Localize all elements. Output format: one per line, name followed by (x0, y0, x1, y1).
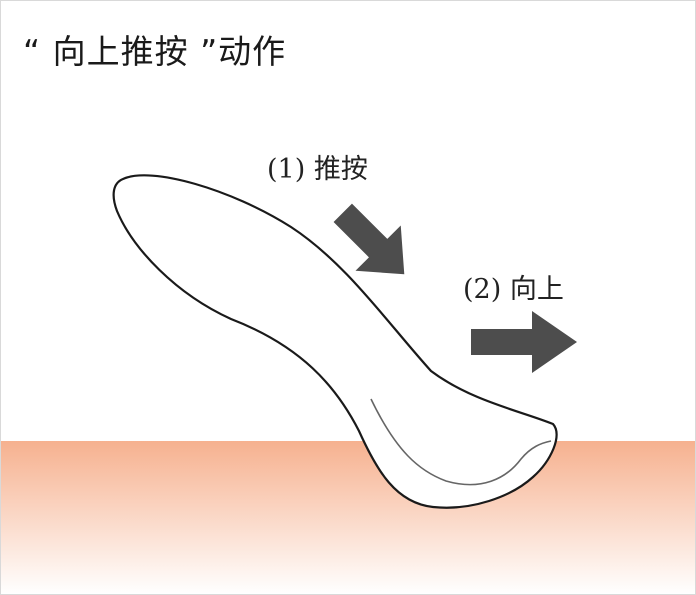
step-label-push: (1) 推按 (267, 154, 368, 185)
step-label-up: (2) 向上 (463, 274, 564, 305)
tool-inner-edge-line (370, 398, 552, 486)
upward-arrow (471, 311, 577, 373)
page-title: “ 向上推按 ”动作 (23, 32, 287, 71)
massage-tool-outline (112, 174, 558, 509)
push-arrow (333, 203, 405, 275)
skin-layer (1, 441, 695, 594)
